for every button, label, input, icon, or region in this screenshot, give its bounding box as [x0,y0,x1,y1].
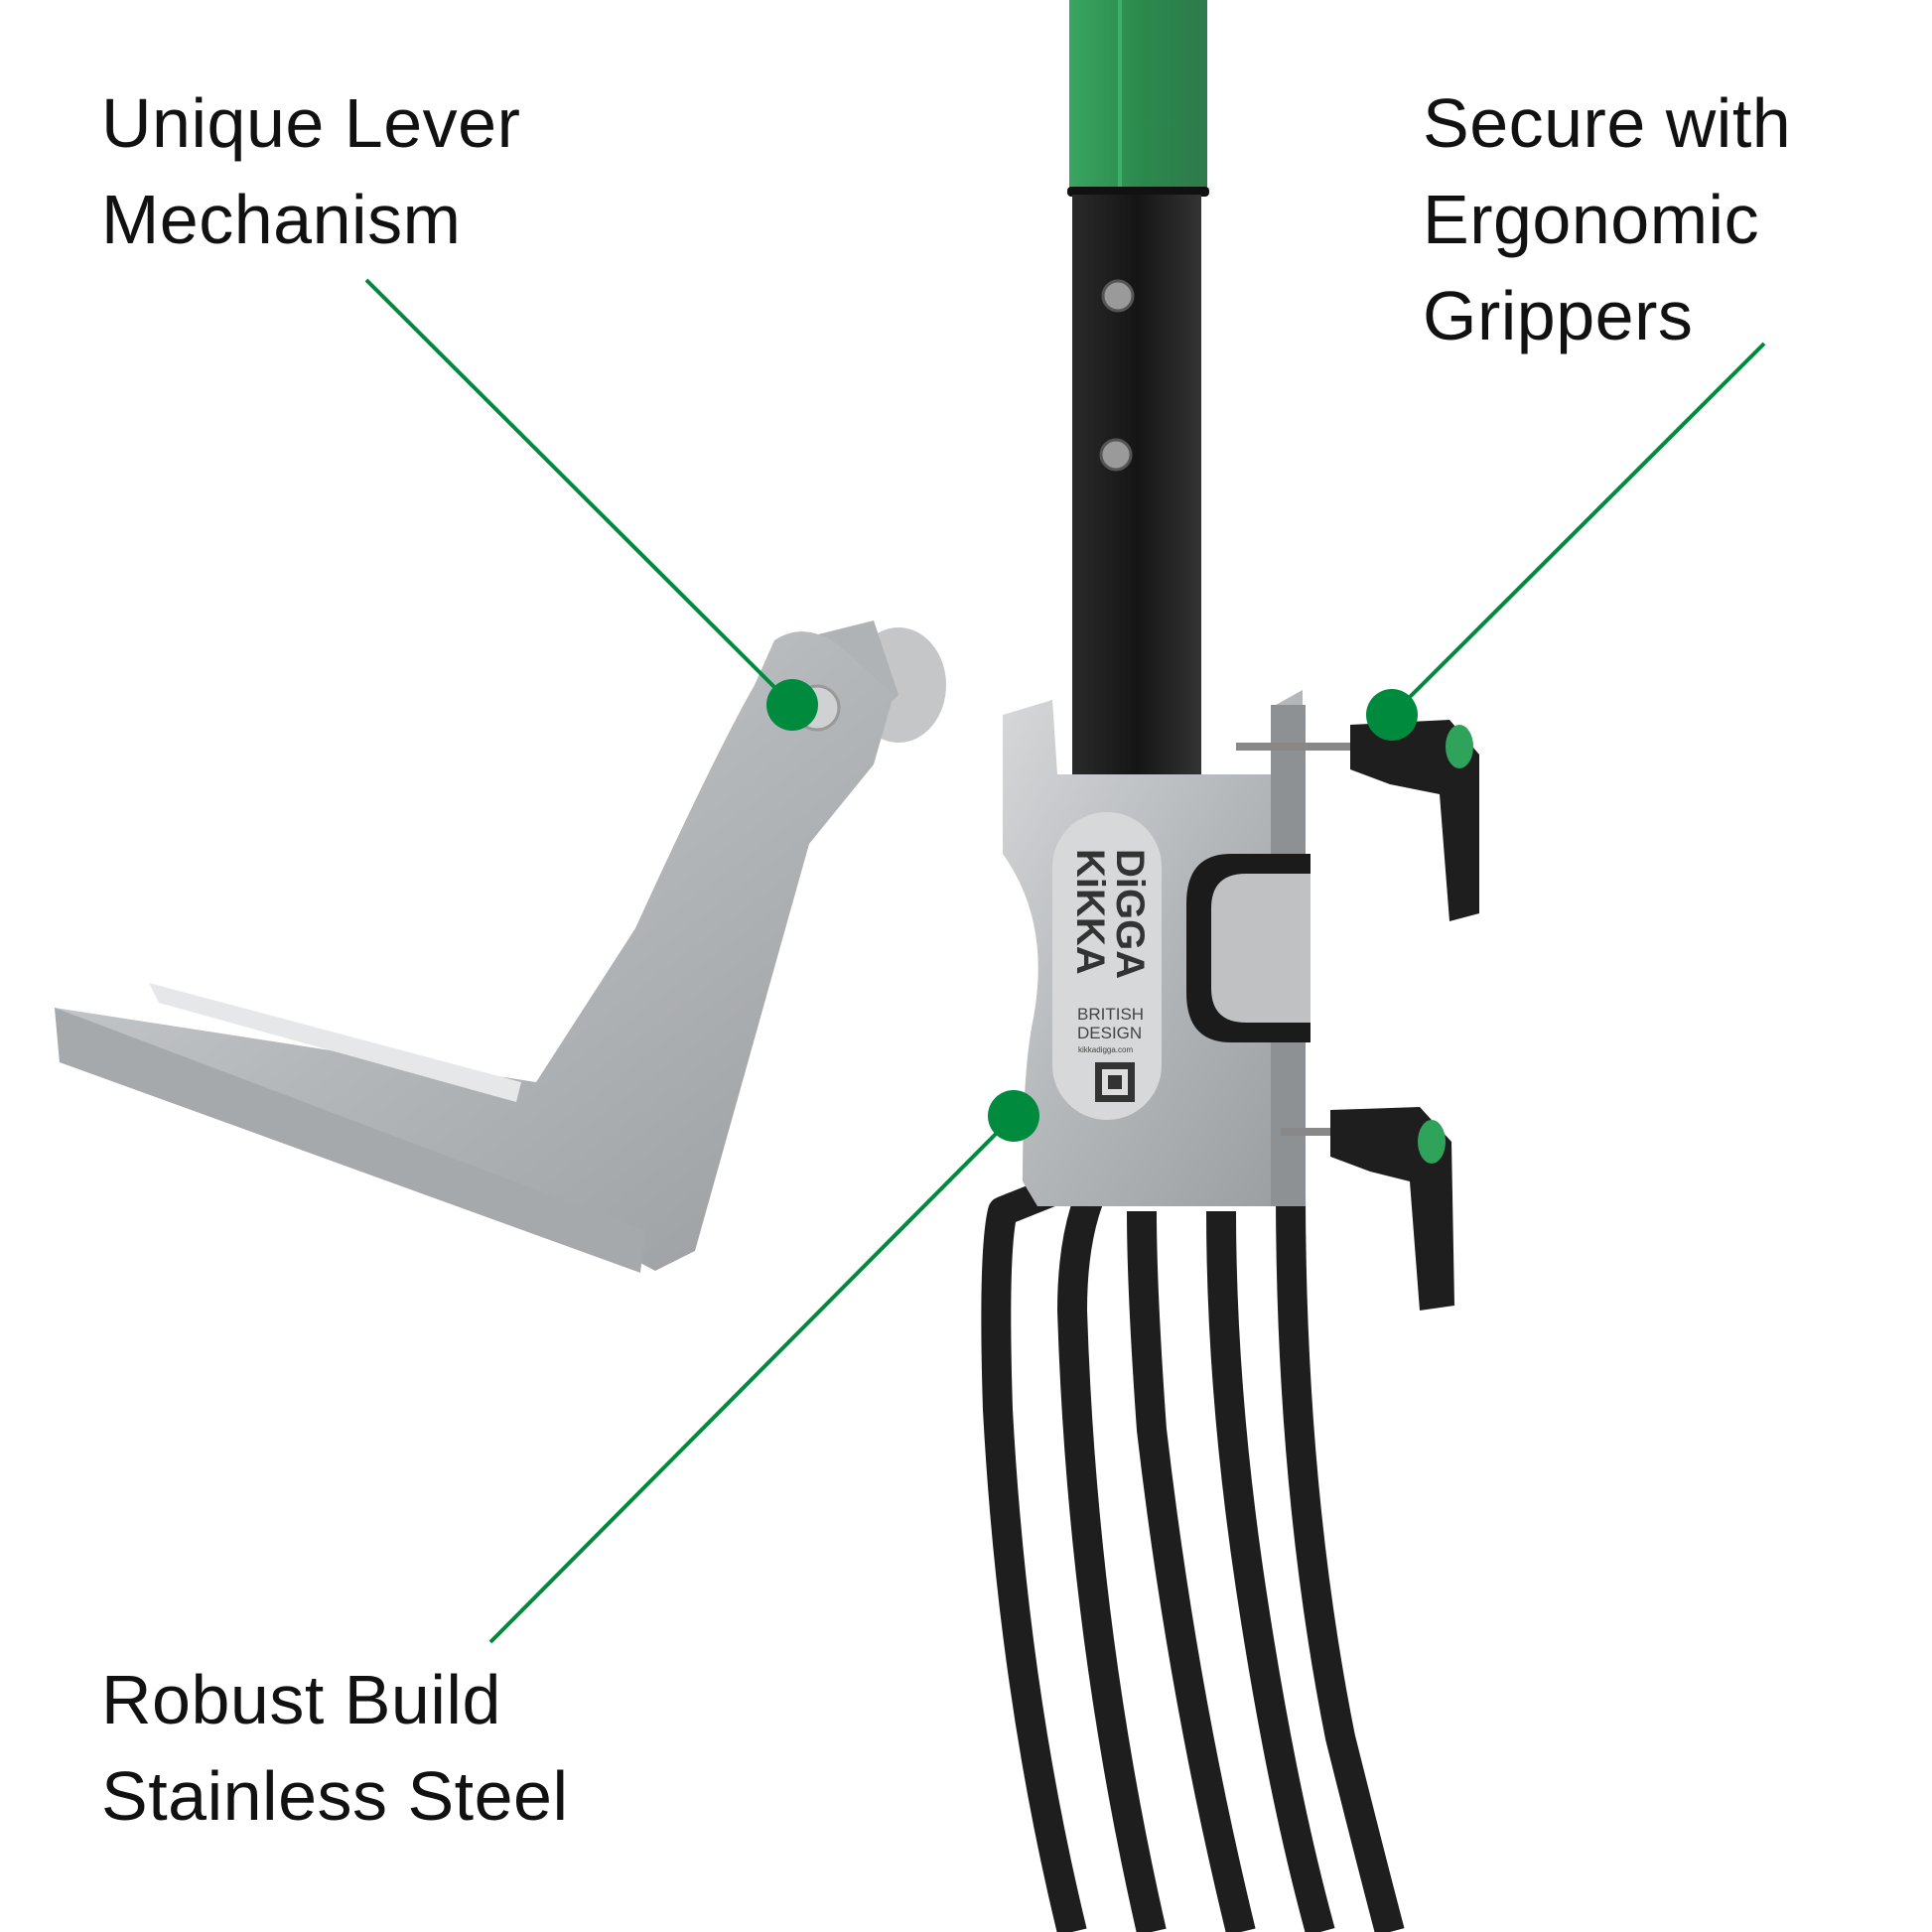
callout-grippers-line2: Ergonomic [1423,181,1760,258]
steel-bracket: KiKKA DiGGA BRITISH DESIGN kikkadigga.co… [1003,690,1311,1206]
sticker-tagline2: DESIGN [1077,1024,1142,1042]
callout-dot-grippers [1366,689,1418,741]
callout-line-build [488,1090,1039,1644]
callout-lever-mechanism: Unique Lever Mechanism [101,75,520,268]
callout-grippers-line3: Grippers [1423,277,1694,354]
lever-mechanism-part [55,621,946,1273]
callout-line-lever [364,278,818,731]
sticker-tagline1: BRITISH [1077,1005,1144,1024]
callout-lever-line2: Mechanism [101,181,462,258]
callout-dot-lever [766,679,818,731]
callout-ergonomic-grippers: Secure with Ergonomic Grippers [1423,75,1791,364]
callout-dot-build [988,1090,1039,1142]
ergonomic-gripper-top [1236,720,1479,921]
callout-line-grippers [1366,342,1766,741]
logo-brand-line2: DiGGA [1108,849,1152,979]
sticker-website: kikkadigga.com [1078,1045,1133,1054]
logo-brand-line1: KiKKA [1068,849,1112,975]
callout-build-line1: Robust Build [101,1661,501,1738]
spade-handle [1067,0,1209,790]
ergonomic-gripper-bottom [1281,1107,1454,1311]
brand-sticker [1052,812,1162,1120]
callout-build-line2: Stainless Steel [101,1757,569,1835]
callout-grippers-line1: Secure with [1423,84,1792,162]
callout-robust-build: Robust Build Stainless Steel [101,1652,569,1845]
fork-tines [981,1158,1405,1932]
callout-lever-line1: Unique Lever [101,84,521,162]
